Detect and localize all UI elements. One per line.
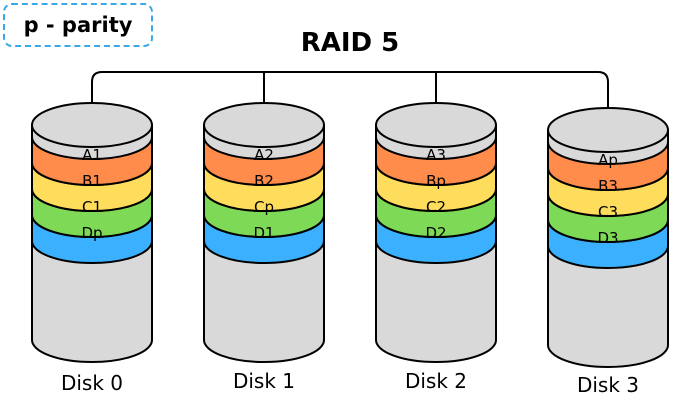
disk-2-block-label-1: Bp	[426, 172, 446, 190]
disk-1-block-label-3: D1	[253, 224, 274, 242]
disk-2-block-label-3: D2	[425, 224, 446, 242]
disk-0-block-label-0: A1	[82, 146, 102, 164]
connector-lines	[91, 71, 609, 110]
disk-2-block-label-0: A3	[426, 146, 446, 164]
disk-3-block-label-3: D3	[597, 229, 618, 247]
disk-2-segment-0	[375, 136, 497, 186]
disk-3-label: Disk 3	[577, 373, 639, 397]
disk-2-block-label-2: C2	[426, 198, 446, 216]
disk-1-block-label-0: A2	[254, 146, 274, 164]
disk-0-block-label-3: Dp	[81, 224, 102, 242]
disk-1-top	[203, 102, 325, 148]
disk-1-segment-0	[203, 136, 325, 186]
disk-0-top	[31, 102, 153, 148]
disk-1-label: Disk 1	[233, 369, 295, 393]
disk-3-block-label-0: Ap	[598, 151, 618, 169]
disk-2-label: Disk 2	[405, 369, 467, 393]
disk-3-block-label-1: B3	[598, 177, 618, 195]
disk-3-block-label-2: C3	[598, 203, 618, 221]
disk-3-segment-0	[547, 141, 669, 191]
disk-1-block-label-2: Cp	[254, 198, 274, 216]
disk-0-segment-0	[31, 136, 153, 186]
disk-2-top	[375, 102, 497, 148]
diagram-title: RAID 5	[300, 28, 400, 58]
disk-1-block-label-1: B2	[254, 172, 274, 190]
disk-0-block-label-1: B1	[82, 172, 102, 190]
parity-legend-text: p - parity	[23, 13, 133, 37]
bus-line	[91, 71, 609, 110]
disk-3-top	[547, 107, 669, 153]
disk-0-block-label-2: C1	[82, 198, 102, 216]
parity-legend: p - parity	[3, 3, 153, 47]
disk-0-label: Disk 0	[61, 371, 123, 395]
